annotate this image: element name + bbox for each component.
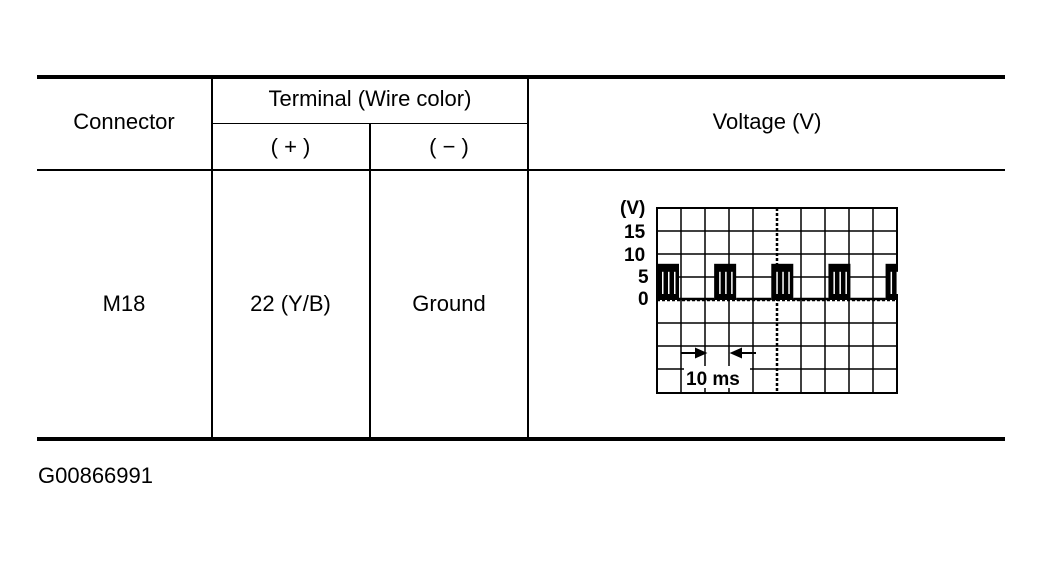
pulse-gap [725, 271, 727, 294]
pulse-gap [719, 271, 721, 294]
waveform-tick-5: 5 [638, 267, 649, 288]
pulse-gap [833, 271, 835, 294]
pulse-gap [731, 271, 733, 294]
col-divider-2 [369, 123, 371, 439]
pulse-gap [662, 271, 664, 294]
cell-connector: M18 [102, 291, 146, 316]
voltage-waveform-graph: (V) 15 10 5 0 [620, 198, 905, 394]
scope-grid [656, 207, 898, 394]
header-terminal-plus: ( + ) [270, 134, 311, 159]
col-divider-1 [211, 77, 213, 439]
pulse-gap [839, 271, 841, 294]
header-voltage: Voltage (V) [712, 109, 822, 134]
pulse-gap [668, 271, 670, 294]
waveform-unit-label: (V) [620, 198, 645, 219]
col-divider-3 [527, 77, 529, 439]
pulse-gap [896, 271, 899, 294]
pulse-gap [782, 271, 784, 294]
pulse-burst [771, 263, 794, 300]
cell-terminal-plus: 22 (Y/B) [250, 291, 331, 316]
pulse-gap [902, 271, 905, 294]
waveform-time-label: 10 ms [686, 369, 740, 390]
header-connector: Connector [73, 109, 175, 134]
waveform-tick-0: 0 [638, 289, 649, 310]
figure-id: G00866991 [38, 463, 153, 488]
period-marker [681, 347, 756, 359]
pulse-gap [890, 271, 893, 294]
pulse-gap [674, 271, 676, 294]
waveform-tick-15: 15 [624, 222, 646, 243]
table-bottom-border [37, 437, 1005, 441]
table-top-border [37, 75, 1005, 79]
pulse-gap [845, 271, 847, 294]
cell-terminal-minus: Ground [412, 291, 486, 316]
header-bottom-divider [37, 169, 1005, 171]
pulse-gap [788, 271, 790, 294]
header-terminal-group: Terminal (Wire color) [268, 86, 472, 111]
pulse-gap [776, 271, 778, 294]
waveform-pulse-train [657, 263, 905, 301]
waveform-tick-10: 10 [624, 245, 645, 266]
header-terminal-minus: ( − ) [429, 134, 469, 159]
